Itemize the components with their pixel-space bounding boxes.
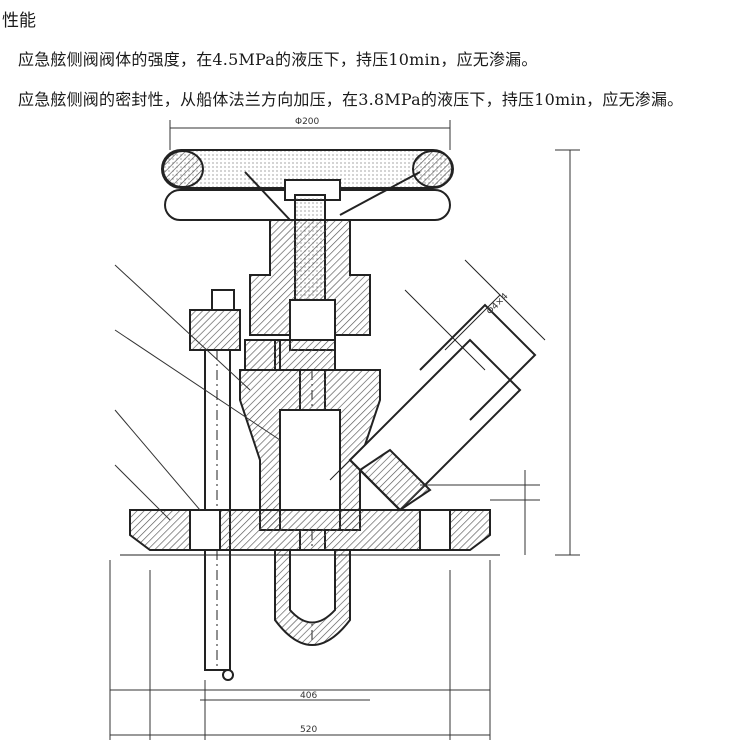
flange-dimension-label: Φ4×4 [485, 291, 511, 317]
right-dimensions [420, 149, 580, 556]
leader-lines [114, 264, 281, 521]
sealing-requirement-text: 应急舷侧阀的密封性，从船体法兰方向加压，在3.8MPa的液压下，持压10min，… [18, 90, 684, 109]
hull-flange [120, 509, 500, 556]
angled-branch [329, 259, 546, 512]
lower-dimension-label: 406 [300, 691, 317, 701]
top-dimension [169, 120, 451, 150]
bottom-width-label: 520 [300, 725, 317, 735]
valve-technical-drawing: Φ200 Φ4×4 [109, 117, 580, 740]
valve-body [239, 369, 381, 646]
section-heading: 性能 [2, 11, 36, 31]
lower-frame [109, 560, 491, 740]
strength-requirement-text: 应急舷侧阀阀体的强度，在4.5MPa的液压下，持压10min，应无渗漏。 [18, 50, 538, 69]
handwheel-diameter-label: Φ200 [295, 117, 320, 127]
